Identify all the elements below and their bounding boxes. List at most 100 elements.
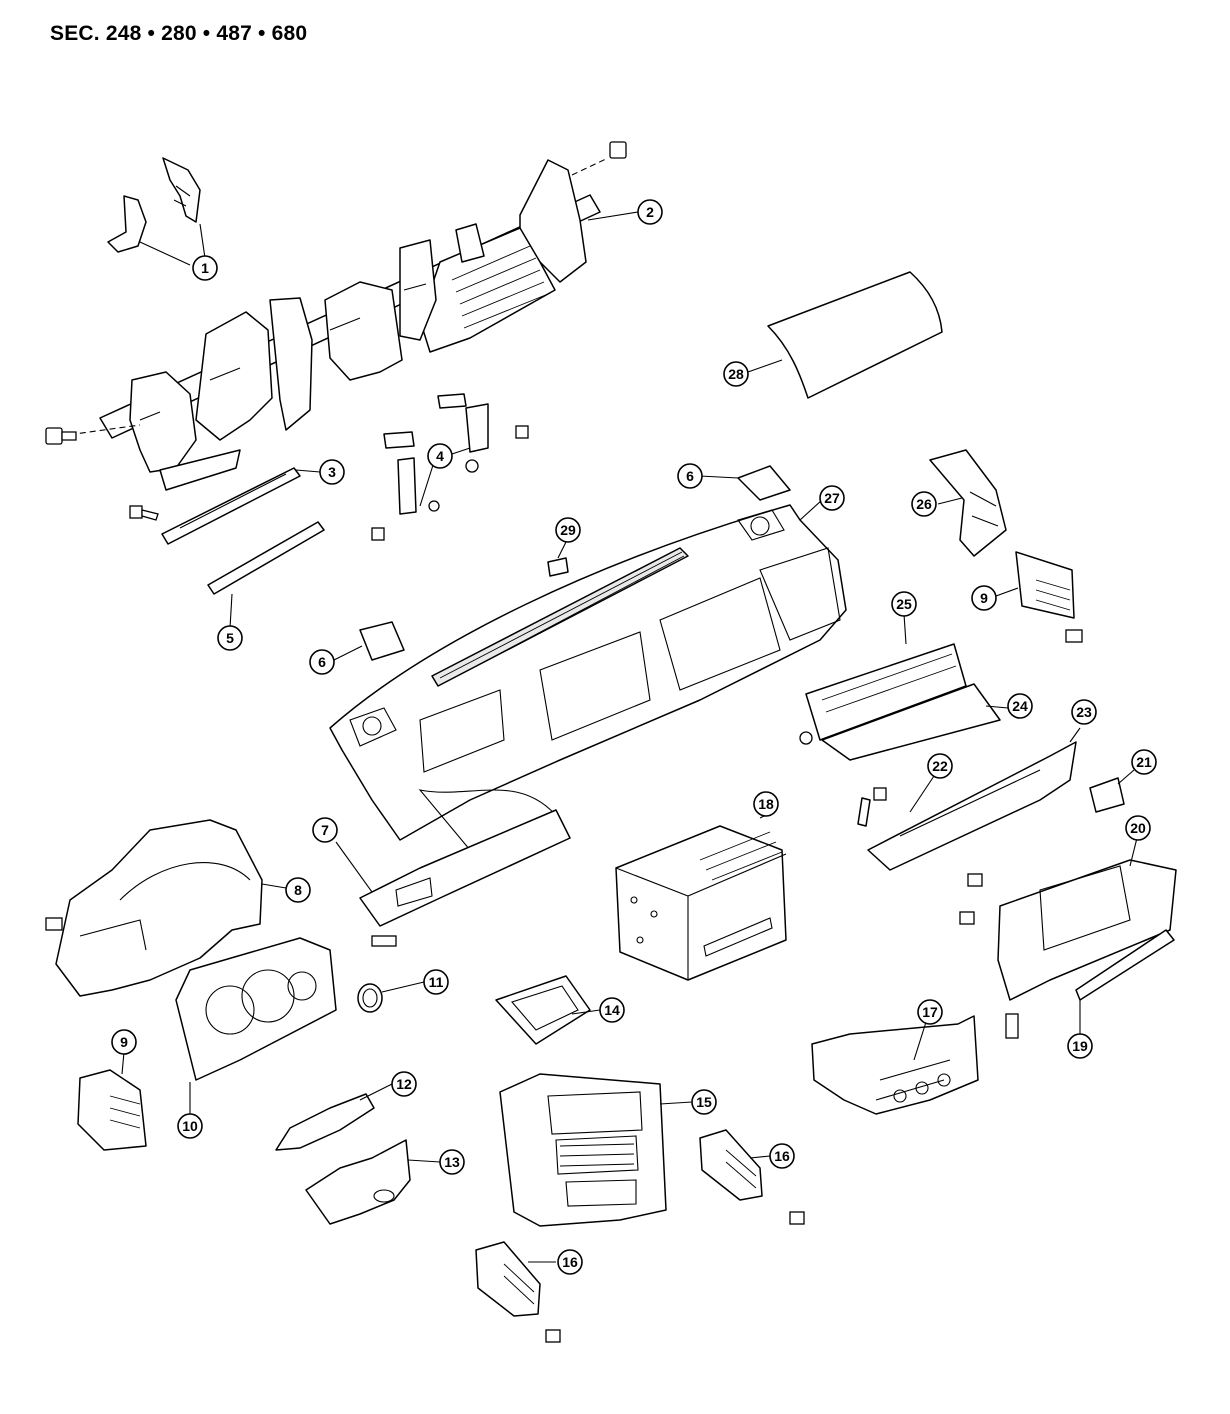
svg-text:21: 21: [1136, 754, 1152, 770]
part-6-lid-lower: [333, 621, 405, 661]
part-12-column-cover-upper: [275, 1083, 393, 1151]
part-15-center-panel: [499, 1073, 693, 1227]
callout-9-right: 9: [971, 585, 997, 611]
part-28-airbag-lid: [747, 271, 943, 399]
callout-13: 13: [439, 1149, 465, 1175]
part-11-ring: [357, 981, 425, 1013]
part-25-box: [805, 613, 967, 741]
part-17-lower-finisher: [811, 1015, 979, 1115]
svg-text:6: 6: [318, 654, 326, 670]
part-9-right-vent: [995, 551, 1083, 643]
part-8-cluster-lid: [45, 819, 287, 997]
svg-text:8: 8: [294, 882, 302, 898]
callout-16-right: 16: [769, 1143, 795, 1169]
part-23-lower-cover: [867, 727, 1081, 871]
part-22-bracket: [857, 775, 935, 827]
callout-22: 22: [927, 753, 953, 779]
svg-text:27: 27: [824, 490, 840, 506]
part-7-lower-panel: [335, 809, 571, 947]
part-16-vent-right: [699, 1129, 805, 1225]
callout-28: 28: [723, 361, 749, 387]
part-16-vent-lower: [475, 1241, 561, 1343]
callout-1: 1: [192, 255, 218, 281]
callout-16-lower: 16: [557, 1249, 583, 1275]
part-19-strip: [1075, 929, 1175, 1034]
part-9-left-vent: [77, 1051, 147, 1151]
part-29-clip: [547, 541, 569, 577]
part-20-glove-box: [959, 833, 1177, 1039]
part-10-combination-meter: [175, 937, 337, 1114]
svg-text:16: 16: [774, 1148, 790, 1164]
svg-text:7: 7: [321, 822, 329, 838]
svg-text:26: 26: [916, 496, 932, 512]
part-21-clip: [1089, 769, 1135, 813]
svg-text:10: 10: [182, 1118, 198, 1134]
callout-29: 29: [555, 517, 581, 543]
callout-6-lower: 6: [309, 649, 335, 675]
callout-8: 8: [285, 877, 311, 903]
part-26-side-finisher: [929, 449, 1007, 557]
part-3-bracket: [129, 467, 321, 545]
svg-text:24: 24: [1012, 698, 1028, 714]
part-27-instrument-panel: [329, 499, 847, 851]
svg-text:22: 22: [932, 758, 948, 774]
svg-text:13: 13: [444, 1154, 460, 1170]
part-24-panel: [799, 683, 1009, 761]
callout-6-upper: 6: [677, 463, 703, 489]
bolt-icon: [609, 141, 627, 159]
part-18-audio-unit: [615, 813, 787, 981]
svg-text:17: 17: [922, 1004, 938, 1020]
svg-text:6: 6: [686, 468, 694, 484]
svg-text:20: 20: [1130, 820, 1146, 836]
svg-text:18: 18: [758, 796, 774, 812]
section-title: SEC. 248 • 280 • 487 • 680: [50, 22, 308, 45]
part-1-brackets: [107, 157, 206, 266]
svg-text:19: 19: [1072, 1038, 1088, 1054]
callout-9-left: 9: [111, 1029, 137, 1055]
part-13-column-cover-lower: [305, 1139, 441, 1225]
callout-12: 12: [391, 1071, 417, 1097]
part-5-bar: [207, 521, 325, 629]
callout-21: 21: [1131, 749, 1157, 775]
callout-3: 3: [319, 459, 345, 485]
part-14-bezel: [495, 975, 601, 1045]
svg-text:28: 28: [728, 366, 744, 382]
svg-text:5: 5: [226, 630, 234, 646]
bolt-icon: [45, 427, 77, 445]
callout-17: 17: [917, 999, 943, 1025]
part-6-lid-upper: [699, 465, 791, 501]
callout-27: 27: [819, 485, 845, 511]
svg-text:4: 4: [436, 448, 444, 464]
callout-11: 11: [423, 969, 449, 995]
callout-7: 7: [312, 817, 338, 843]
svg-text:14: 14: [604, 1002, 620, 1018]
svg-text:16: 16: [562, 1254, 578, 1270]
svg-text:9: 9: [120, 1034, 128, 1050]
svg-text:15: 15: [696, 1094, 712, 1110]
callout-10: 10: [177, 1113, 203, 1139]
svg-text:2: 2: [646, 204, 654, 220]
callout-18: 18: [753, 791, 779, 817]
part-4-brackets: [371, 393, 529, 541]
callout-19: 19: [1067, 1033, 1093, 1059]
svg-text:25: 25: [896, 596, 912, 612]
svg-text:11: 11: [429, 974, 444, 990]
callout-4: 4: [427, 443, 453, 469]
svg-text:3: 3: [328, 464, 336, 480]
part-2-steering-member: [59, 157, 639, 491]
svg-text:29: 29: [560, 522, 576, 538]
callout-23: 23: [1071, 699, 1097, 725]
callout-2: 2: [637, 199, 663, 225]
svg-text:12: 12: [396, 1076, 412, 1092]
callout-25: 25: [891, 591, 917, 617]
callout-14: 14: [599, 997, 625, 1023]
callout-26: 26: [911, 491, 937, 517]
callout-24: 24: [1007, 693, 1033, 719]
svg-text:1: 1: [201, 260, 209, 276]
callout-20: 20: [1125, 815, 1151, 841]
callout-5: 5: [217, 625, 243, 651]
svg-text:9: 9: [980, 590, 988, 606]
svg-text:23: 23: [1076, 704, 1092, 720]
callout-15: 15: [691, 1089, 717, 1115]
